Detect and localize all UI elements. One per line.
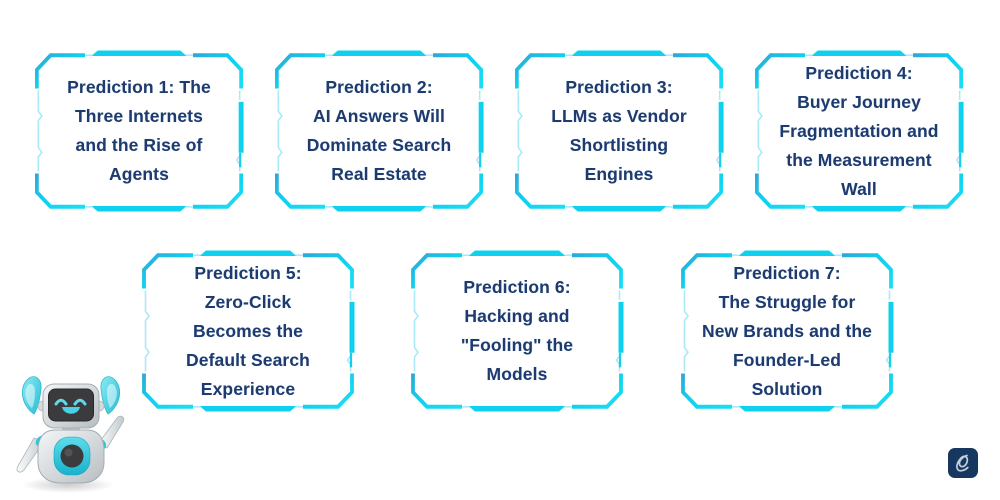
- robot-mascot: [10, 360, 132, 494]
- prediction-card-6: Prediction 6: Hacking and "Fooling" the …: [406, 249, 628, 413]
- script-e-logo-icon: [948, 448, 978, 478]
- mascot-face-screen: [48, 388, 94, 422]
- prediction-card-3: Prediction 3: LLMs as Vendor Shortlistin…: [510, 49, 728, 213]
- prediction-card-text: Prediction 2: AI Answers Will Dominate S…: [306, 77, 452, 184]
- prediction-card-text: Prediction 6: Hacking and "Fooling" the …: [460, 277, 574, 384]
- prediction-card-text: Prediction 3: LLMs as Vendor Shortlistin…: [551, 77, 687, 184]
- prediction-card-4: Prediction 4: Buyer Journey Fragmentatio…: [750, 49, 968, 213]
- robot-mascot-illustration: [16, 376, 125, 493]
- mascot-speaker: [60, 444, 84, 468]
- mascot-left-arm: [16, 437, 45, 473]
- prediction-card-7: Prediction 7: The Struggle for New Brand…: [676, 249, 898, 413]
- prediction-card-text: Prediction 1: The Three Internets and th…: [67, 77, 211, 184]
- mascot-mouth: [62, 407, 80, 414]
- mascot-left-eye: [54, 398, 68, 406]
- prediction-card-text: Prediction 7: The Struggle for New Brand…: [701, 262, 873, 399]
- mascot-right-arm: [97, 415, 125, 449]
- prediction-card-1: Prediction 1: The Three Internets and th…: [30, 49, 248, 213]
- prediction-card-text: Prediction 5: Zero-Click Becomes the Def…: [186, 262, 310, 399]
- prediction-card-2: Prediction 2: AI Answers Will Dominate S…: [270, 49, 488, 213]
- brand-logo: [948, 448, 978, 478]
- prediction-card-5: Prediction 5: Zero-Click Becomes the Def…: [137, 249, 359, 413]
- mascot-right-eye: [73, 398, 87, 406]
- prediction-card-text: Prediction 4: Buyer Journey Fragmentatio…: [779, 62, 939, 199]
